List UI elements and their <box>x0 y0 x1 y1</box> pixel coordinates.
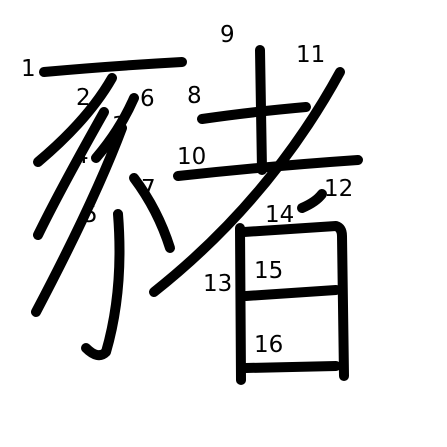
stroke-12 <box>297 189 327 213</box>
stroke-7 <box>129 173 175 253</box>
stroke-number-9: 9 <box>220 22 235 48</box>
stroke-number-10: 10 <box>177 144 206 170</box>
stroke-number-3: 3 <box>112 113 127 139</box>
stroke-number-12: 12 <box>324 176 353 202</box>
stroke-number-4: 4 <box>74 143 89 169</box>
stroke-number-labels: 1 2 3 4 5 6 7 8 9 10 11 12 13 14 15 16 <box>21 22 353 358</box>
stroke-11 <box>149 67 345 297</box>
stroke-1 <box>39 57 187 77</box>
stroke-8 <box>197 102 311 124</box>
stroke-9 <box>255 45 267 175</box>
stroke-6 <box>91 93 139 163</box>
stroke-number-6: 6 <box>140 86 155 112</box>
stroke-number-1: 1 <box>21 56 36 82</box>
stroke-3 <box>33 107 109 240</box>
stroke-5 <box>81 209 125 361</box>
stroke-13 <box>235 223 246 385</box>
character-glyph <box>31 45 363 385</box>
stroke-number-14: 14 <box>265 202 294 228</box>
stroke-number-5: 5 <box>83 202 98 228</box>
stroke-number-11: 11 <box>296 42 325 68</box>
stroke-2 <box>33 73 117 167</box>
stroke-number-8: 8 <box>187 83 202 109</box>
stroke-number-13: 13 <box>203 271 232 297</box>
stroke-14 <box>239 221 349 381</box>
stroke-4 <box>31 123 127 317</box>
stroke-number-2: 2 <box>76 85 91 111</box>
stroke-number-16: 16 <box>254 332 283 358</box>
stroke-15 <box>241 285 341 301</box>
stroke-number-15: 15 <box>254 258 283 284</box>
stroke-16 <box>241 361 341 373</box>
stroke-number-7: 7 <box>141 176 156 202</box>
stroke-10 <box>173 155 363 181</box>
